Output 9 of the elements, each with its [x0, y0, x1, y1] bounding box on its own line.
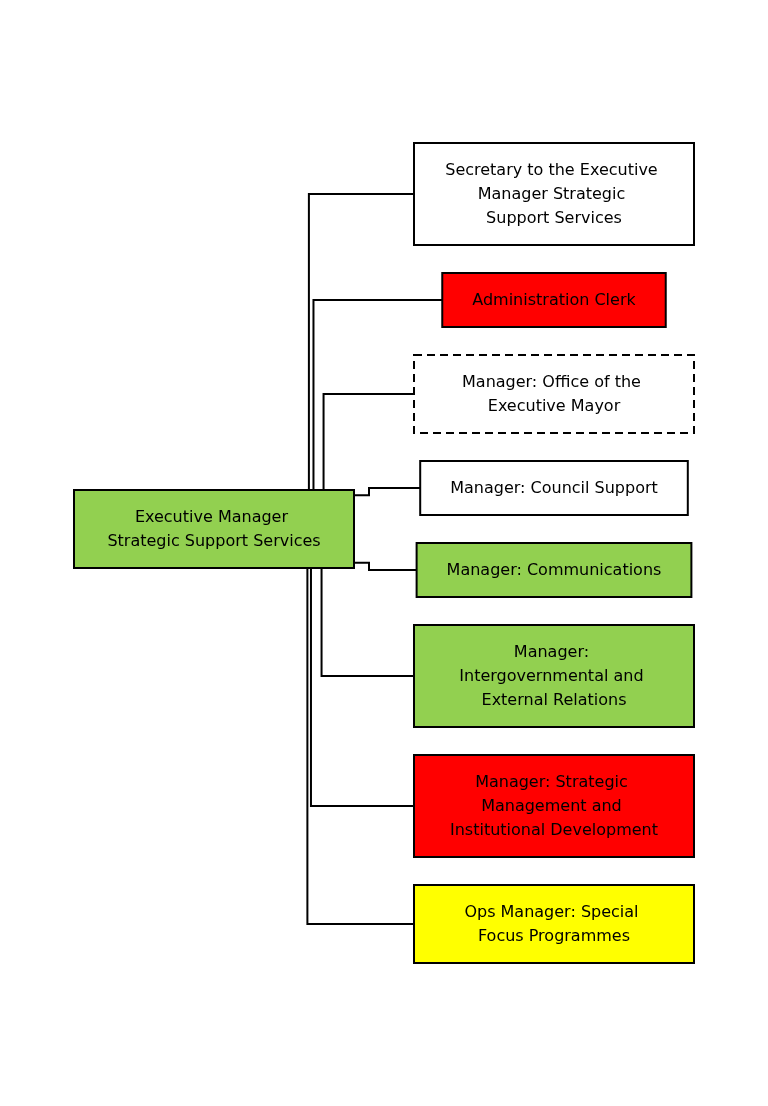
node-box: Manager: Communications [415, 542, 693, 598]
node-box: Executive Manager Strategic Support Services [73, 489, 355, 569]
node-box: Administration Clerk [441, 272, 667, 328]
node-box: Manager: Intergovernmental and External Relations [413, 624, 695, 728]
node-box: Manager: Office of the Executive Mayor [413, 354, 695, 434]
node-box: Manager: Council Support [419, 460, 689, 516]
node-box: Manager: Strategic Management and Institutional Development [413, 754, 695, 858]
node-box: Secretary to the Executive Manager Strategic Support Services [413, 142, 695, 246]
node-box: Ops Manager: Special Focus Programmes [413, 884, 695, 964]
